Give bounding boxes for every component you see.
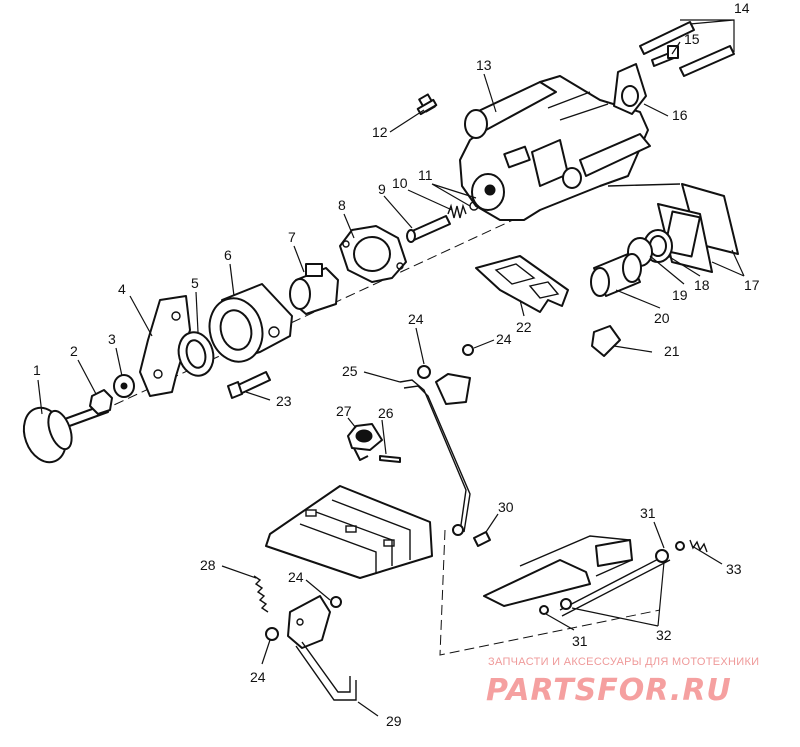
callout-1: 1 (33, 362, 41, 378)
callout-12: 12 (372, 124, 388, 140)
part-housing (208, 283, 293, 363)
watermark-tagline: ЗАПЧАСТИ И АКСЕССУАРЫ ДЛЯ МОТОТЕХНИКИ (488, 656, 759, 668)
callout-8: 8 (338, 197, 346, 213)
part-mounting-pins (639, 21, 735, 77)
callout-31b: 31 (572, 633, 588, 649)
watermark-brand: PARTSFOR.RU (486, 673, 732, 708)
watermark: ЗАПЧАСТИ И АКСЕССУАРЫ ДЛЯ МОТОТЕХНИКИ PA… (486, 656, 759, 708)
callout-13: 13 (476, 57, 492, 73)
part-bleeder (591, 325, 621, 357)
callout-19: 19 (672, 287, 688, 303)
callout-25: 25 (342, 363, 358, 379)
part-gasket (339, 225, 407, 283)
part-reservoir-cap (347, 423, 383, 461)
callout-24a: 24 (408, 311, 424, 327)
part-clevis-pin (473, 531, 491, 547)
callout-24b: 24 (288, 569, 304, 585)
callout-17: 17 (744, 277, 760, 293)
callout-2: 2 (70, 343, 78, 359)
part-footrest (265, 485, 433, 579)
part-master-cylinder-body (459, 63, 651, 221)
callout-4: 4 (118, 281, 126, 297)
part-return-spring (253, 575, 269, 613)
part-link-plate (435, 373, 471, 405)
callout-11: 11 (418, 167, 433, 183)
part-washer-24 (265, 344, 474, 641)
callout-32: 32 (656, 627, 672, 643)
callout-23: 23 (276, 393, 292, 409)
callout-labels: 1 2 3 4 5 6 7 8 9 10 11 12 13 14 15 16 1… (33, 0, 760, 729)
part-washer (113, 374, 135, 398)
part-brake-lever (287, 595, 357, 701)
callout-22: 22 (516, 319, 532, 335)
part-seal (177, 331, 215, 377)
part-bushings (539, 541, 685, 615)
leader-lines (37, 19, 745, 717)
part-cotter-pin (379, 455, 401, 463)
callout-7: 7 (288, 229, 296, 245)
part-knob (22, 403, 109, 464)
callout-16: 16 (672, 107, 688, 123)
callout-24c: 24 (250, 669, 266, 685)
callout-31a: 31 (640, 505, 656, 521)
callout-27: 27 (336, 403, 352, 419)
callout-20: 20 (654, 310, 670, 326)
part-bracket (139, 295, 191, 397)
callout-9: 9 (378, 181, 386, 197)
callout-3: 3 (108, 331, 116, 347)
callout-18: 18 (694, 277, 710, 293)
callout-6: 6 (224, 247, 232, 263)
part-bleed-screw (416, 93, 438, 116)
part-piston (289, 263, 339, 315)
callout-5: 5 (191, 275, 199, 291)
callout-10: 10 (392, 175, 408, 191)
part-caliper-piston (590, 253, 642, 297)
part-pin (406, 215, 451, 243)
callout-28: 28 (200, 557, 216, 573)
lower-axis (439, 529, 661, 656)
callout-33: 33 (726, 561, 742, 577)
callout-14: 14 (734, 0, 750, 16)
callout-29: 29 (386, 713, 402, 729)
callout-30: 30 (498, 499, 514, 515)
callout-24d: 24 (496, 331, 512, 347)
callout-21: 21 (664, 343, 680, 359)
part-clip (475, 255, 569, 313)
callout-26: 26 (378, 405, 394, 421)
part-brake-rod (399, 379, 471, 536)
callout-15: 15 (684, 31, 700, 47)
part-nut (89, 389, 113, 415)
part-pedal-arm (483, 535, 671, 617)
part-bolt (227, 371, 271, 399)
